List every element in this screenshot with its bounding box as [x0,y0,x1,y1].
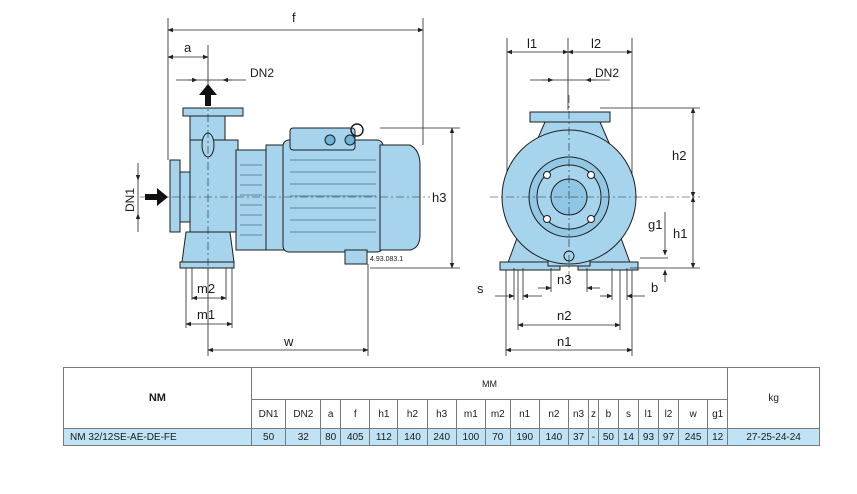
label-h1: h1 [673,226,687,241]
table-cell: 50 [597,428,619,446]
label-n2: n2 [557,308,571,323]
table-cell: 112 [369,428,399,446]
column-header: f [340,399,371,429]
column-header: w [677,399,709,429]
column-header: h2 [397,399,428,429]
nm-header: NM [63,367,252,429]
column-header: n1 [509,399,540,429]
table-cell: 70 [484,428,511,446]
table-cell: 50 [250,428,287,446]
side-view: f a DN2 DN1 h3 4.93.083.1 m2 m1 w [123,10,460,356]
column-header: a [320,399,342,429]
table-cell: 93 [637,428,659,446]
label-dn2-front: DN2 [595,66,619,80]
column-header: h3 [426,399,457,429]
column-header: s [617,399,639,429]
mm-header: MM [250,367,729,400]
column-header: h1 [369,399,399,429]
label-h2: h2 [672,148,686,163]
column-header: m1 [455,399,486,429]
label-l2: l2 [591,36,601,51]
column-header: n2 [538,399,570,429]
table-cell: 100 [455,428,486,446]
column-header: g1 [707,399,729,429]
label-l1: l1 [527,36,537,51]
table-cell: 37 [567,428,590,446]
table-cell: 405 [340,428,371,446]
label-a: a [184,40,192,55]
column-header: l1 [637,399,659,429]
table-cell: 190 [509,428,540,446]
column-header: n3 [567,399,590,429]
kg-header: kg [727,367,820,429]
column-header: DN2 [285,399,322,429]
label-dn2-side: DN2 [250,66,274,80]
column-header: DN1 [250,399,287,429]
label-f: f [292,10,296,25]
table-cell: 140 [397,428,428,446]
column-header: b [597,399,619,429]
table-cell: 240 [426,428,457,446]
front-view: l1 l2 DN2 h2 g1 h1 s n3 b n2 n1 [477,36,700,356]
label-n3: n3 [557,272,571,287]
label-h3: h3 [432,190,446,205]
weight-cell: 27-25-24-24 [727,428,820,446]
table-cell: 245 [677,428,709,446]
table-cell: 32 [285,428,322,446]
label-n1: n1 [557,334,571,349]
label-s: s [477,281,484,296]
table-cell: - [588,428,599,446]
column-header: l2 [657,399,679,429]
column-header: z [588,399,599,429]
label-dn1: DN1 [123,188,137,212]
model-cell: NM 32/12SE-AE-DE-FE [63,428,252,446]
label-m2: m2 [197,281,215,296]
table-cell: 14 [617,428,639,446]
table-cell: 140 [538,428,570,446]
table-cell: 97 [657,428,679,446]
column-header: m2 [484,399,511,429]
table-cell: 12 [707,428,729,446]
table-cell: 80 [320,428,342,446]
label-w: w [283,334,294,349]
label-ref-code: 4.93.083.1 [370,256,403,263]
label-g1: g1 [648,217,662,232]
label-m1: m1 [197,307,215,322]
label-b: b [651,280,658,295]
pump-dimension-drawing: f a DN2 DN1 h3 4.93.083.1 m2 m1 w [123,10,700,356]
